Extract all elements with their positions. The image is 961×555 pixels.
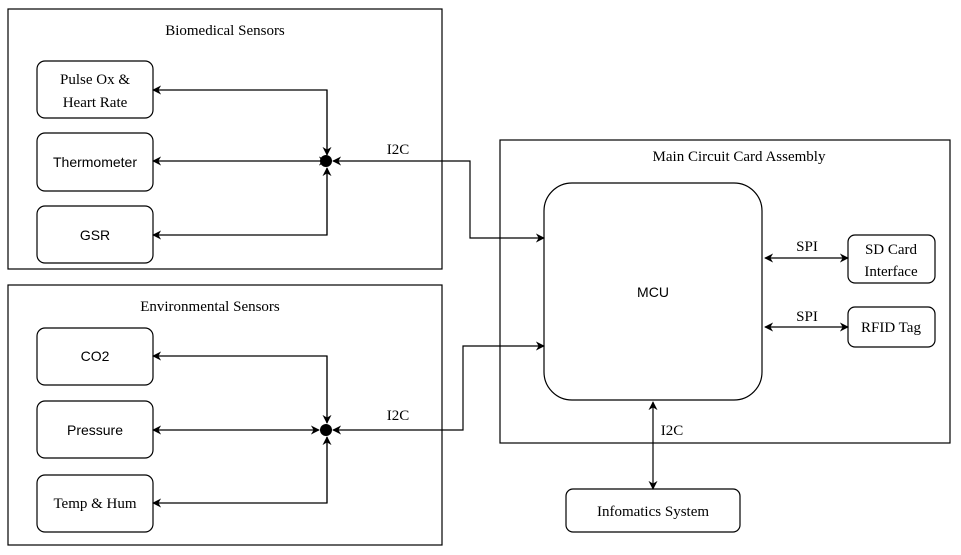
pressure-label: Pressure: [67, 422, 123, 438]
mcu-box: [543, 182, 763, 401]
mcu-node[interactable]: MCU: [543, 182, 763, 401]
bio-i2c-connector: [332, 156, 545, 243]
mcu-label: MCU: [637, 284, 669, 300]
environmental-sensors-title: Environmental Sensors: [140, 299, 280, 315]
rfid-tag-label: RFID Tag: [861, 320, 921, 336]
co2-connector: [152, 351, 328, 423]
main-cca-title: Main Circuit Card Assembly: [653, 149, 826, 165]
bio-i2c-label: I2C: [387, 142, 410, 158]
rfid-tag-node[interactable]: RFID Tag: [847, 306, 936, 348]
env-i2c-label: I2C: [387, 408, 410, 424]
biomedical-sensors-group: [7, 8, 443, 270]
pulse-ox-node[interactable]: Pulse Ox & Heart Rate: [36, 60, 154, 119]
informatics-i2c-label: I2C: [661, 423, 684, 439]
gsr-node[interactable]: GSR: [36, 205, 154, 264]
co2-label: CO2: [81, 348, 110, 364]
informatics-label: Infomatics System: [597, 504, 709, 520]
thermometer-node[interactable]: Thermometer: [36, 132, 154, 192]
pressure-node[interactable]: Pressure: [36, 400, 154, 459]
gsr-connector: [152, 168, 328, 240]
informatics-node[interactable]: Infomatics System: [565, 488, 741, 533]
gsr-label: GSR: [80, 227, 110, 243]
bio-bus-junction: [320, 155, 332, 167]
rfid-spi-label: SPI: [796, 309, 818, 325]
temp-hum-label: Temp & Hum: [53, 496, 136, 512]
temp-hum-connector: [152, 437, 328, 508]
pulse-ox-connector: [152, 85, 328, 155]
sd-card-spi-label: SPI: [796, 239, 818, 255]
co2-node[interactable]: CO2: [36, 327, 154, 386]
sd-card-label-line1: SD Card: [865, 242, 918, 258]
sd-card-label-line2: Interface: [864, 264, 918, 280]
main-cca-group: [499, 139, 951, 444]
pulse-ox-label-line1: Pulse Ox &: [60, 72, 130, 88]
env-bus-junction: [320, 424, 332, 436]
biomedical-sensors-title: Biomedical Sensors: [165, 23, 285, 39]
pulse-ox-label-line2: Heart Rate: [63, 95, 128, 111]
thermometer-label: Thermometer: [53, 154, 137, 170]
sd-card-node[interactable]: SD Card Interface: [847, 234, 936, 284]
temp-hum-node[interactable]: Temp & Hum: [36, 474, 154, 533]
env-i2c-connector: [332, 341, 545, 435]
